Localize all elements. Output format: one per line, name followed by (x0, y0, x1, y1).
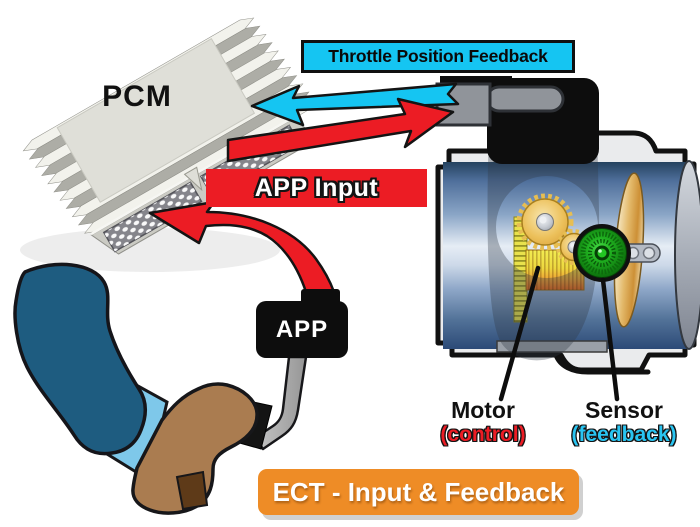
pcm-to-throttle-arrow-red (226, 97, 455, 163)
pcm-label: PCM (102, 80, 172, 113)
motor-label: Motor (451, 397, 515, 423)
shoe-heel (175, 470, 209, 511)
pcm-shadow (20, 228, 280, 272)
bore-end-cap (674, 160, 700, 350)
motor-pointer-line (498, 265, 541, 402)
throttle-body (435, 76, 700, 375)
sensor-pointer-line (600, 277, 620, 402)
gear-large (516, 193, 574, 251)
sensor-disc (573, 224, 631, 282)
sensor-label: Sensor (585, 397, 663, 423)
feedback-arrow-cyan (250, 82, 460, 127)
motor-rack (513, 216, 528, 323)
app-input-label: APP Input (206, 169, 427, 207)
app-sensor-label: APP (275, 316, 329, 343)
shoe (131, 382, 259, 515)
app-sensor-box (256, 289, 348, 358)
sensor-role-label: (feedback) (571, 423, 677, 446)
ghost-housing (487, 128, 600, 361)
pcm-module (22, 17, 321, 255)
pcm-cover-plate (56, 38, 256, 203)
title-banner: ECT - Input & Feedback (258, 469, 579, 515)
throttle-feedback-label: Throttle Position Feedback (301, 40, 575, 73)
bottom-bracket (496, 340, 608, 353)
housing-foot-line (553, 352, 651, 375)
leg-pant (13, 262, 147, 456)
motor-role-label: (control) (440, 423, 526, 446)
